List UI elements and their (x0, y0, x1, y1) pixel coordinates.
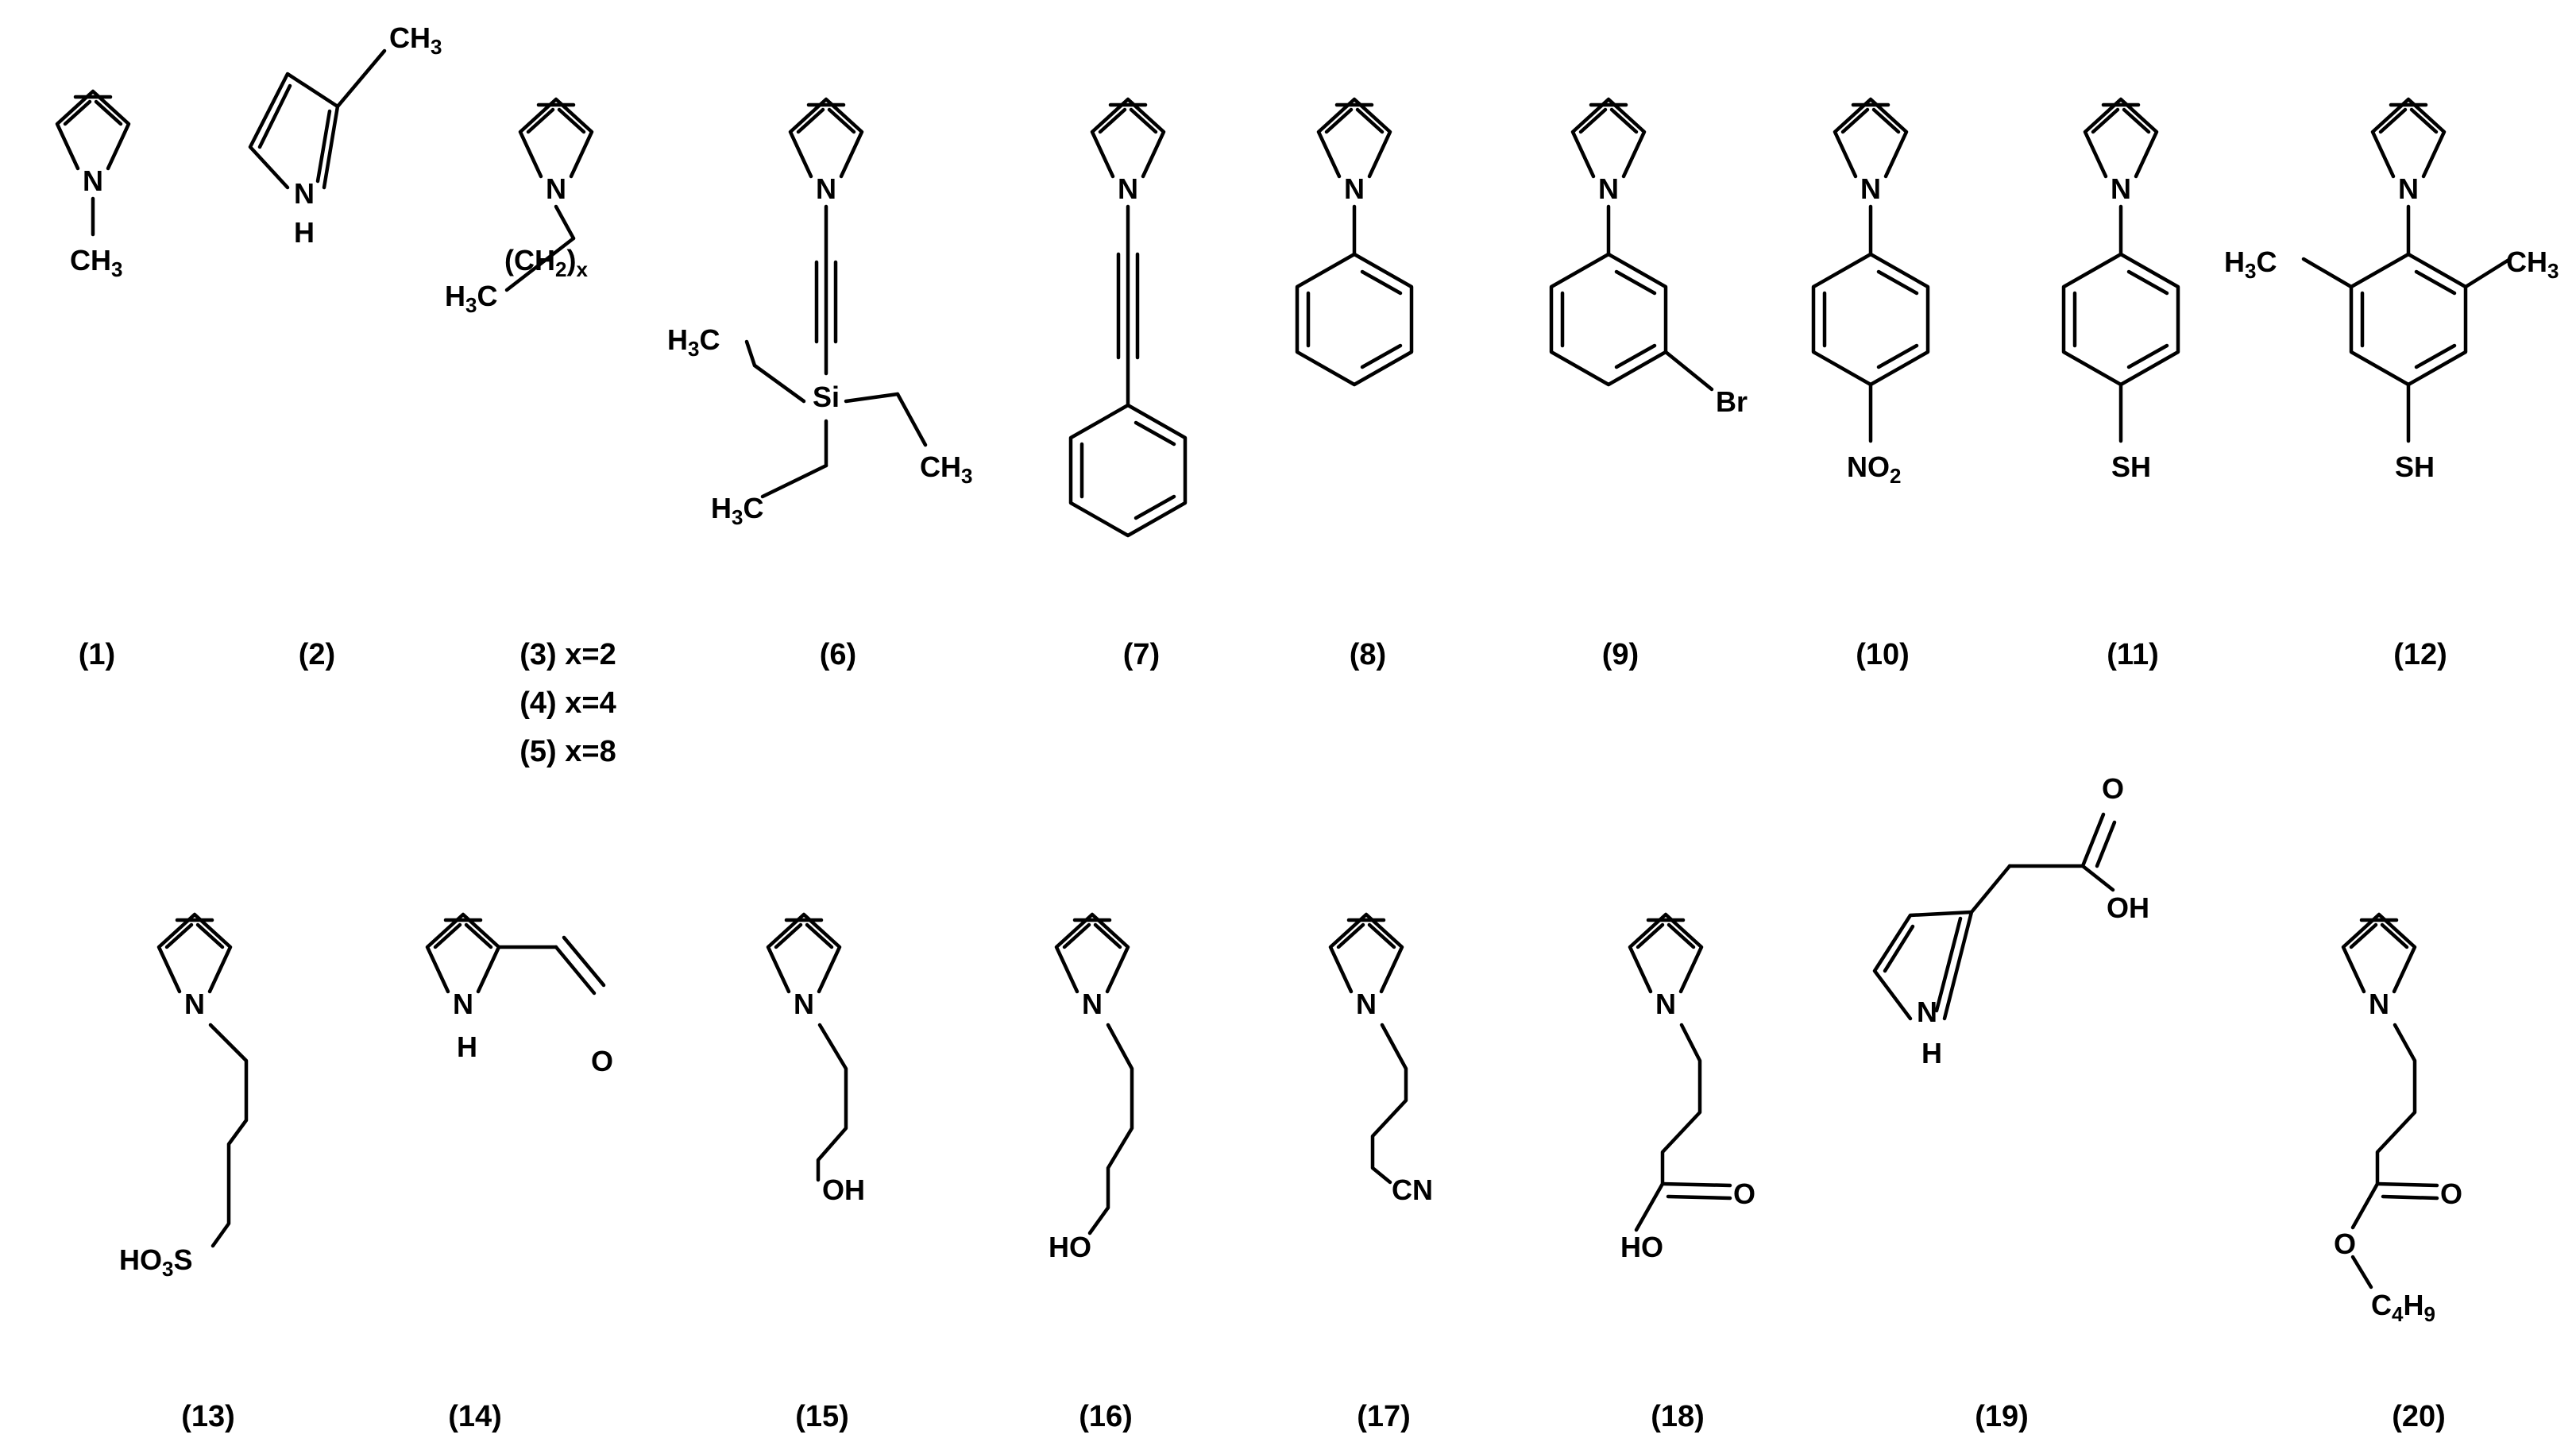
atom-label: CN (1392, 1174, 1433, 1206)
atom-label: HO (1049, 1231, 1091, 1263)
compound-caption: (18) (1651, 1400, 1705, 1433)
compound-caption: (19) (1975, 1400, 2029, 1433)
atom-label: N (294, 177, 315, 210)
compound-caption: (1) (79, 638, 115, 671)
atom-label: CH3 (2506, 246, 2559, 283)
atom-label: O (2440, 1177, 2462, 1210)
compound-2: N H CH3 (2) (248, 21, 442, 671)
atom-label: N (1860, 172, 1881, 205)
compound-caption: (16) (1079, 1400, 1133, 1433)
atom-label: N (1118, 172, 1138, 205)
atom-label: N (2369, 988, 2389, 1020)
compound-caption: (15) (795, 1400, 849, 1433)
atom-label: H (1921, 1037, 1942, 1069)
atom-label: N (1598, 172, 1619, 205)
atom-label: O (591, 1045, 613, 1077)
compound-caption: (3) x=2 (519, 638, 616, 671)
atom-label: N (83, 164, 103, 197)
compound-16: N HO (16) (1049, 914, 1134, 1433)
atom-label: SH (2395, 450, 2435, 483)
compound-caption: (17) (1357, 1400, 1411, 1433)
atom-label: H (457, 1030, 477, 1063)
compound-caption: (13) (181, 1400, 235, 1433)
compound-3-5: N H3C (CH2)x (3) x=2 (4) x=4 (5) x=8 (445, 99, 616, 768)
atom-label: N (1082, 988, 1103, 1020)
atom-label: N (546, 172, 566, 205)
compound-caption: (9) (1602, 638, 1639, 671)
atom-label: Si (813, 381, 840, 413)
compound-7: N (7) (1071, 99, 1185, 671)
compound-8: N (8) (1297, 99, 1412, 671)
compound-14: N H O (14) (427, 914, 613, 1433)
atom-label: N (1917, 996, 1937, 1028)
atom-label: CH3 (920, 450, 972, 488)
atom-label: H3C (711, 492, 763, 529)
compound-13: N HO3S (13) (119, 914, 249, 1433)
compound-caption: (14) (448, 1400, 502, 1433)
atom-label: N (453, 988, 473, 1020)
compound-caption: (11) (2107, 638, 2158, 671)
compound-20: N O O C4H9 (20) (2334, 914, 2462, 1433)
atom-label: HO (1620, 1231, 1663, 1263)
atom-label: O (2334, 1228, 2356, 1260)
atom-label: N (2398, 172, 2419, 205)
compound-9: N Br (9) (1551, 99, 1748, 671)
compound-caption: (10) (1856, 638, 1910, 671)
compound-caption: (4) x=4 (519, 686, 616, 720)
atom-label: CH3 (389, 21, 442, 59)
compound-10: N NO2 (10) (1813, 99, 1928, 671)
compound-12: N H3C CH3 SH (12) (2224, 99, 2559, 671)
atom-label: N (816, 172, 836, 205)
atom-label: O (2102, 772, 2124, 805)
atom-label: N (2111, 172, 2131, 205)
atom-label: H3C (2224, 246, 2277, 283)
compound-19: N H O OH (19) (1872, 772, 2149, 1433)
atom-label: Br (1716, 385, 1748, 418)
atom-label: H (294, 216, 315, 249)
compound-caption: (5) x=8 (519, 735, 616, 768)
atom-label: O (1733, 1177, 1755, 1210)
atom-label: N (184, 988, 205, 1020)
compound-1: N CH3 (1) (57, 91, 129, 671)
atom-label: N (1356, 988, 1377, 1020)
compound-18: N HO O (18) (1620, 914, 1755, 1433)
atom-label: NO2 (1847, 450, 1901, 488)
atom-label: SH (2111, 450, 2151, 483)
atom-label: (CH2)x (504, 244, 588, 281)
compound-caption: (20) (2392, 1400, 2446, 1433)
compound-15: N OH (15) (768, 914, 865, 1433)
atom-label: C4H9 (2371, 1289, 2435, 1326)
compound-caption: (7) (1123, 638, 1160, 671)
atom-label: N (1344, 172, 1365, 205)
compound-17: N CN (17) (1330, 914, 1433, 1433)
atom-label: N (794, 988, 814, 1020)
compound-11: N SH (11) (2064, 99, 2178, 671)
atom-label: H3C (667, 323, 720, 361)
compound-caption: (12) (2393, 638, 2447, 671)
atom-label: N (1655, 988, 1676, 1020)
atom-label: HO3S (119, 1243, 192, 1281)
compound-caption: (6) (820, 638, 856, 671)
atom-label: OH (822, 1174, 865, 1206)
atom-label: OH (2107, 891, 2149, 924)
compound-6: N Si H3C CH3 H3C (6) (667, 99, 972, 671)
compound-caption: (2) (299, 638, 335, 671)
atom-label: CH3 (70, 244, 122, 281)
atom-label: H3C (445, 280, 497, 317)
compound-caption: (8) (1350, 638, 1386, 671)
